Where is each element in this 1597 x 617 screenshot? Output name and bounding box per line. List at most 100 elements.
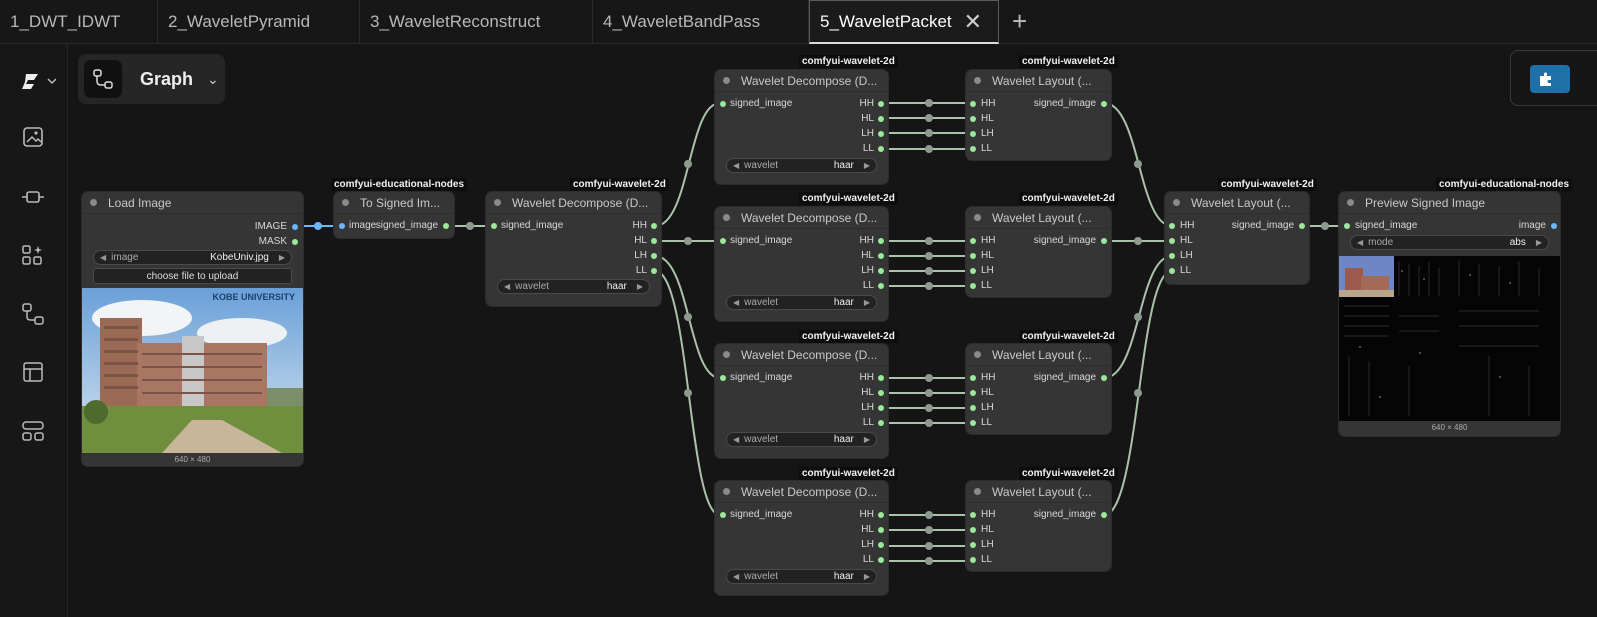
input-pin-lh[interactable] xyxy=(970,268,976,274)
input-pin-signed-image[interactable] xyxy=(491,223,497,229)
input-pin-signed-image[interactable] xyxy=(720,101,726,107)
node-library-icon[interactable] xyxy=(18,182,48,212)
model-library-icon[interactable] xyxy=(18,241,48,271)
output-pin-signed-image[interactable] xyxy=(1101,101,1107,107)
input-pin-signed-image[interactable] xyxy=(1344,223,1350,229)
input-pin-hh[interactable] xyxy=(1169,223,1175,229)
input-pin-ll[interactable] xyxy=(970,146,976,152)
upload-button[interactable]: choose file to upload xyxy=(93,268,292,284)
wavelet-layout-node-3[interactable]: Wavelet Layout (... HH HL LH LL signed_i… xyxy=(966,344,1111,434)
output-pin-hh[interactable] xyxy=(651,223,657,229)
input-pin-ll[interactable] xyxy=(1169,268,1175,274)
output-pin-ll[interactable] xyxy=(651,268,657,274)
tab-wavelet-bandpass[interactable]: 4_WaveletBandPass xyxy=(593,0,809,44)
wavelet-decompose-node-4[interactable]: Wavelet Decompose (D... signed_image HH … xyxy=(715,481,888,595)
extensions-button[interactable] xyxy=(1530,65,1570,93)
output-pin-hl[interactable] xyxy=(878,390,884,396)
tab-wavelet-reconstruct[interactable]: 3_WaveletReconstruct xyxy=(360,0,593,44)
collapse-dot-icon[interactable] xyxy=(723,77,730,84)
arrow-left-icon[interactable]: ◀ xyxy=(733,435,740,444)
output-pin-lh[interactable] xyxy=(878,542,884,548)
arrow-right-icon[interactable]: ▶ xyxy=(278,253,285,262)
input-pin-hl[interactable] xyxy=(970,116,976,122)
output-pin-hh[interactable] xyxy=(878,101,884,107)
tab-wavelet-packet[interactable]: 5_WaveletPacket✕ xyxy=(809,0,999,44)
output-pin-ll[interactable] xyxy=(878,557,884,563)
output-pin-image[interactable] xyxy=(1551,223,1557,229)
arrow-left-icon[interactable]: ◀ xyxy=(733,298,740,307)
arrow-left-icon[interactable]: ◀ xyxy=(733,572,740,581)
input-pin-signed-image[interactable] xyxy=(720,375,726,381)
collapse-dot-icon[interactable] xyxy=(1173,199,1180,206)
output-pin-hl[interactable] xyxy=(878,116,884,122)
preview-signed-image-node[interactable]: Preview Signed Image signed_image image … xyxy=(1339,192,1560,436)
output-pin-ll[interactable] xyxy=(878,146,884,152)
collapse-dot-icon[interactable] xyxy=(723,488,730,495)
new-tab-plus-icon[interactable]: + xyxy=(1012,6,1028,36)
collapse-dot-icon[interactable] xyxy=(494,199,501,206)
output-pin-hl[interactable] xyxy=(651,238,657,244)
output-pin-hh[interactable] xyxy=(878,512,884,518)
image-gallery-icon[interactable] xyxy=(18,122,48,152)
workflow-icon[interactable] xyxy=(18,299,48,329)
input-pin-hh[interactable] xyxy=(970,101,976,107)
output-pin-signed-image[interactable] xyxy=(1299,223,1305,229)
tab-wavelet-pyramid[interactable]: 2_WaveletPyramid xyxy=(158,0,360,44)
arrow-right-icon[interactable]: ▶ xyxy=(863,298,870,307)
output-pin-signed-image[interactable] xyxy=(1101,512,1107,518)
input-pin-hl[interactable] xyxy=(970,390,976,396)
input-pin-lh[interactable] xyxy=(970,131,976,137)
arrow-left-icon[interactable]: ◀ xyxy=(1357,238,1364,247)
output-pin-signed-image[interactable] xyxy=(443,223,449,229)
collapse-dot-icon[interactable] xyxy=(974,214,981,221)
wavelet-layout-node-2[interactable]: Wavelet Layout (... HH HL LH LL signed_i… xyxy=(966,207,1111,297)
input-pin-lh[interactable] xyxy=(970,405,976,411)
output-pin-ll[interactable] xyxy=(878,283,884,289)
comfy-logo-icon[interactable] xyxy=(18,66,58,96)
collapse-dot-icon[interactable] xyxy=(90,199,97,206)
collapse-dot-icon[interactable] xyxy=(723,351,730,358)
arrow-right-icon[interactable]: ▶ xyxy=(1535,238,1542,247)
queue-icon[interactable] xyxy=(18,416,48,446)
output-pin-lh[interactable] xyxy=(878,131,884,137)
collapse-dot-icon[interactable] xyxy=(723,214,730,221)
input-pin-lh[interactable] xyxy=(970,542,976,548)
close-tab-icon[interactable]: ✕ xyxy=(963,8,983,34)
collapse-dot-icon[interactable] xyxy=(974,77,981,84)
input-pin-ll[interactable] xyxy=(970,557,976,563)
wavelet-decompose-node-2[interactable]: Wavelet Decompose (D... signed_image HH … xyxy=(715,207,888,321)
wavelet-layout-node-1[interactable]: Wavelet Layout (... HH HL LH LL signed_i… xyxy=(966,70,1111,160)
arrow-right-icon[interactable]: ▶ xyxy=(863,572,870,581)
output-pin-hh[interactable] xyxy=(878,375,884,381)
arrow-right-icon[interactable]: ▶ xyxy=(636,282,643,291)
output-pin-hl[interactable] xyxy=(878,253,884,259)
output-pin-lh[interactable] xyxy=(878,268,884,274)
collapse-dot-icon[interactable] xyxy=(974,351,981,358)
output-pin-signed-image[interactable] xyxy=(1101,238,1107,244)
output-pin-hh[interactable] xyxy=(878,238,884,244)
output-pin-mask[interactable] xyxy=(292,239,298,245)
input-pin-ll[interactable] xyxy=(970,420,976,426)
collapse-dot-icon[interactable] xyxy=(1347,199,1354,206)
arrow-left-icon[interactable]: ◀ xyxy=(504,282,511,291)
input-pin-hl[interactable] xyxy=(970,527,976,533)
input-pin-image[interactable] xyxy=(339,223,345,229)
to-signed-image-node[interactable]: To Signed Im... image signed_image xyxy=(334,192,454,238)
collapse-dot-icon[interactable] xyxy=(342,199,349,206)
arrow-left-icon[interactable]: ◀ xyxy=(733,161,740,170)
input-pin-hh[interactable] xyxy=(970,238,976,244)
wavelet-layout-main-node[interactable]: Wavelet Layout (... HH HL LH LL signed_i… xyxy=(1165,192,1309,284)
input-pin-ll[interactable] xyxy=(970,283,976,289)
output-pin-lh[interactable] xyxy=(878,405,884,411)
templates-icon[interactable] xyxy=(18,357,48,387)
output-pin-hl[interactable] xyxy=(878,527,884,533)
output-pin-ll[interactable] xyxy=(878,420,884,426)
input-pin-hh[interactable] xyxy=(970,375,976,381)
input-pin-hl[interactable] xyxy=(1169,238,1175,244)
